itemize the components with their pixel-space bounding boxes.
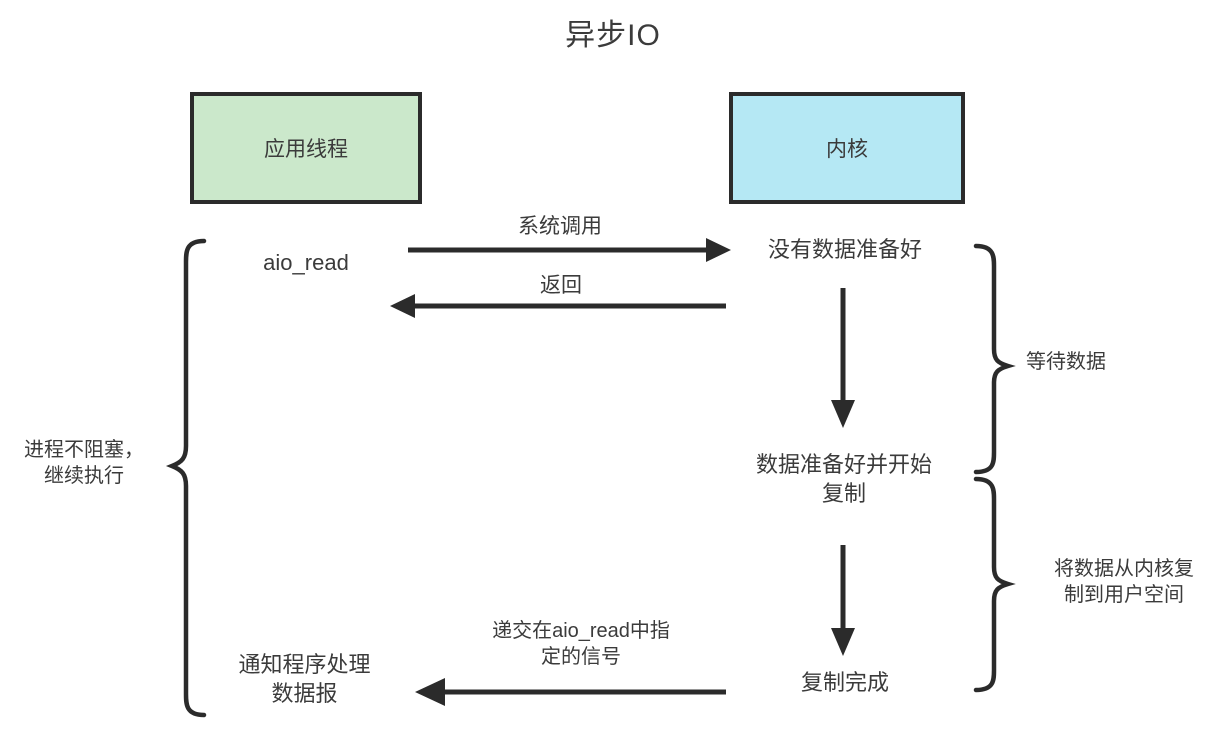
arrow-deliver-signal [415, 678, 726, 706]
brace-process-not-blocked [165, 238, 207, 718]
node-data-ready-copying: 数据准备好并开始 复制 [755, 452, 932, 507]
label-deliver-signal: 递交在aio_read中指 定的信号 [492, 620, 670, 669]
label-return: 返回 [540, 274, 582, 297]
label-syscall: 系统调用 [518, 215, 602, 238]
brace-copy-kernel-to-user [973, 476, 1016, 693]
node-aio-read: aio_read [263, 250, 349, 275]
box-kernel-label: 内核 [826, 138, 868, 161]
node-no-data-ready: 没有数据准备好 [767, 237, 922, 262]
arrow-syscall [408, 238, 731, 262]
box-kernel: 内核 [729, 92, 965, 204]
page-title: 异步IO [565, 19, 661, 52]
box-application-thread: 应用线程 [190, 92, 422, 204]
arrow-kernel-wait [831, 288, 855, 428]
brace-waiting-for-data [973, 243, 1016, 475]
label-process-not-blocked: 进程不阻塞， 继续执行 [24, 439, 144, 488]
label-waiting-for-data: 等待数据 [1026, 351, 1106, 373]
node-notify-program: 通知程序处理 数据报 [238, 652, 371, 707]
box-application-thread-label: 应用线程 [264, 138, 348, 161]
node-copy-done: 复制完成 [800, 670, 889, 695]
label-copy-kernel-to-user: 将数据从内核复 制到用户空间 [1054, 558, 1194, 607]
arrow-kernel-copy [831, 545, 855, 656]
